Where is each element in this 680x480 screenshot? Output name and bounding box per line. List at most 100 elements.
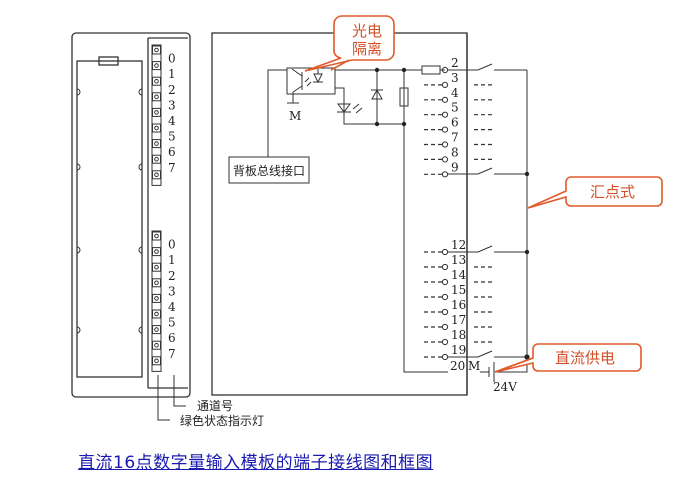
terminal-number: 3 [451, 71, 459, 85]
channel-number: 1 [168, 253, 176, 267]
channel-number: 4 [168, 114, 176, 128]
status-led [152, 154, 161, 164]
channel-number: 2 [168, 269, 176, 283]
status-led [152, 107, 161, 117]
channel-number: 3 [168, 98, 176, 112]
terminal-number: 9 [451, 160, 459, 174]
resistor-icon [399, 87, 409, 107]
terminal-screw [441, 353, 449, 361]
figure-caption: 直流16点数字量输入模板的端子接线图和框图 [78, 453, 434, 473]
terminal-screw [441, 323, 449, 331]
terminal-screw [441, 126, 449, 133]
status-led [152, 139, 161, 149]
channel-number: 5 [168, 316, 176, 330]
protection-diode-icon [371, 88, 383, 100]
terminal-screw [441, 111, 449, 118]
channel-number: 7 [168, 161, 176, 175]
terminal-screw [441, 96, 449, 103]
callout-dc-supply: 直流供电 [494, 343, 642, 373]
label-window [76, 60, 143, 378]
terminal-screw [441, 263, 449, 271]
callout-sink: 汇点式 [527, 176, 663, 209]
status-led [152, 340, 161, 350]
led-strip-upper: 01 23 4 56 7 [151, 44, 176, 186]
channel-number: 5 [168, 130, 176, 144]
terminal-20-m-label: M [468, 359, 480, 373]
channel-number: 0 [168, 238, 176, 252]
callout-opto-line1: 光电 [352, 22, 382, 40]
channel-number: 6 [168, 145, 176, 159]
status-led [152, 247, 161, 257]
module-enclosure [211, 32, 468, 396]
terminal-number: 14 [451, 268, 467, 282]
terminal-number: 2 [451, 56, 459, 70]
terminal-screw [441, 66, 449, 74]
terminal-number: 6 [451, 116, 459, 130]
status-led [152, 262, 161, 272]
optocoupler [286, 67, 336, 95]
status-led [152, 123, 161, 133]
terminal-number: 18 [451, 328, 466, 342]
status-led [152, 278, 161, 288]
external-wiring: 24V [448, 63, 530, 394]
terminal-screw [441, 293, 449, 301]
status-led [152, 356, 161, 366]
terminal-screw [441, 308, 449, 316]
backplane-interface-label: 背板总线接口 [233, 163, 305, 178]
switch-input-9 [448, 167, 527, 175]
switch-input-19 [448, 350, 527, 358]
terminal-screw [441, 156, 449, 163]
switch-input-12 [448, 245, 527, 253]
status-led [152, 61, 161, 71]
channel-number: 3 [168, 284, 176, 298]
terminal-screw [441, 248, 449, 256]
terminal-number: 13 [451, 253, 466, 267]
channel-number: 1 [168, 67, 176, 81]
channel-number-leader [173, 375, 186, 407]
terminal-screw [441, 171, 449, 178]
terminal-number: 7 [451, 131, 459, 145]
callout-sink-text: 汇点式 [590, 183, 635, 201]
status-led-leader [157, 375, 170, 421]
channel-number-label: 通道号 [197, 399, 233, 413]
status-led [152, 293, 161, 303]
terminal-number: 16 [451, 298, 466, 312]
channel-number: 4 [168, 300, 176, 314]
status-led [152, 170, 161, 180]
status-led [152, 76, 161, 86]
terminal-number: 15 [451, 283, 466, 297]
input-resistor-icon [421, 65, 441, 75]
supply-voltage-label: 24V [493, 380, 517, 394]
terminal-number: 19 [451, 343, 466, 357]
fuse-icon [98, 56, 119, 66]
terminal-number: 5 [451, 101, 459, 115]
status-led [152, 325, 161, 335]
terminal-screw [441, 141, 449, 148]
channel-number: 6 [168, 331, 176, 345]
terminal-number: 4 [451, 86, 459, 100]
backplane-interface-box [228, 156, 310, 184]
ground-label: M [289, 109, 301, 123]
channel-number: 0 [168, 52, 176, 66]
status-led [152, 92, 161, 102]
terminal-screw [441, 81, 449, 89]
terminal-screw [441, 278, 449, 286]
channel-number: 2 [168, 83, 176, 97]
terminal-screw [441, 338, 449, 346]
callout-dc-supply-text: 直流供电 [555, 349, 615, 367]
switch-input-2 [448, 63, 527, 71]
status-led-symbol [337, 103, 363, 114]
status-led-label: 绿色状态指示灯 [180, 413, 264, 428]
callout-opto-line2: 隔离 [352, 40, 382, 58]
terminal-number: 12 [451, 238, 466, 252]
terminal-number: 17 [451, 313, 466, 327]
channel-number: 7 [168, 347, 176, 361]
terminal-20-label: 20 [450, 359, 465, 373]
terminal-number: 8 [451, 145, 459, 159]
callout-opto-isolation: 光电 隔离 [304, 15, 395, 72]
